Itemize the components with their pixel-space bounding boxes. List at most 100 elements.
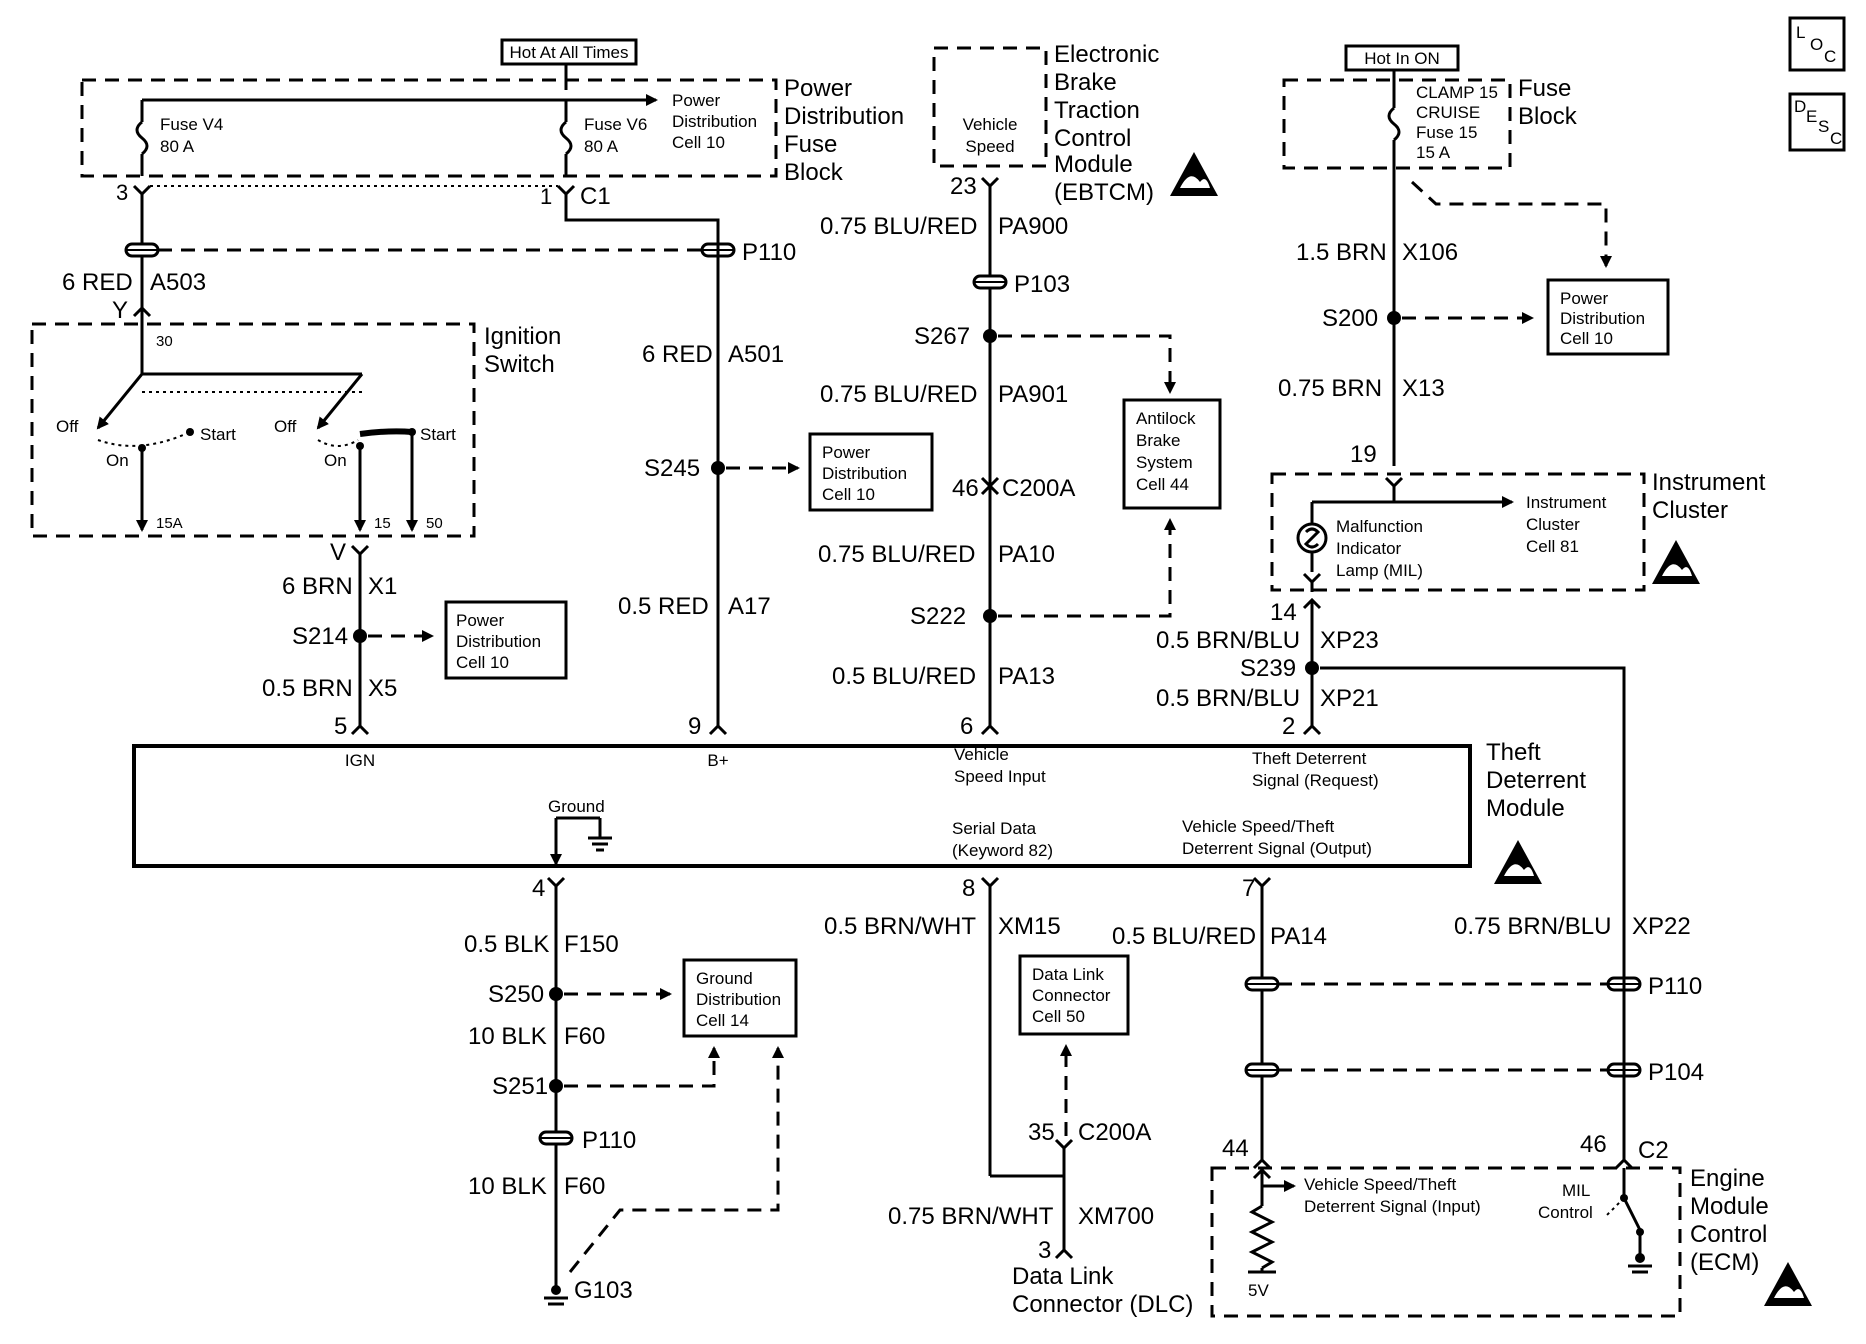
terminal-30: 30 [156,333,173,350]
dlc-cell50-l3: Cell 50 [1032,1007,1085,1026]
connector-p110-bottom: P110 [582,1127,636,1154]
desc-letter-s: S [1818,117,1829,136]
gd-l2: Distribution [696,990,781,1009]
ebtcm-title-l5: Module [1054,151,1133,178]
tdm-vs-input-l2: Speed Input [954,767,1046,786]
gd-l1: Ground [696,969,753,988]
tdm-vs-input-l1: Vehicle [954,745,1009,764]
splice-s200: S200 [1322,305,1378,332]
pin-1: 1 [540,184,552,209]
ecm-mil-control-l2: Control [1538,1203,1593,1222]
circuit-xm700: XM700 [1078,1203,1154,1230]
ignition-title-l1: Ignition [484,323,561,350]
pin-3: 3 [116,180,128,205]
connector-c1: C1 [580,183,611,210]
desc-letter-d: D [1794,97,1806,116]
dlc-title-l2: Connector (DLC) [1012,1291,1193,1318]
pin-35: 35 [1028,1119,1055,1146]
fuse-v4-rating: 80 A [160,137,195,156]
ground-g103-icon [544,1285,568,1306]
clamp-fuse-l1: CLAMP 15 [1416,83,1498,102]
ic-cell81-l2: Cluster [1526,515,1580,534]
tdm-serial-l1: Serial Data [952,819,1037,838]
pin-7: 7 [1242,875,1255,902]
pin-3-dlc: 3 [1038,1237,1051,1264]
circuit-pa901: PA901 [998,381,1068,408]
clamp-fuse-l4: 15 A [1416,143,1451,162]
terminal-15a: 15A [156,515,183,532]
instrument-cluster: Malfunction Indicator Lamp (MIL) Instrum… [1270,469,1766,592]
pin-23: 23 [950,173,977,200]
ic-cell81-l1: Instrument [1526,493,1607,512]
wire-brnwht-xm15: 0.5 BRN/WHT [824,913,976,940]
splice-s245: S245 [644,455,700,482]
mil-l1: Malfunction [1336,517,1423,536]
ecm-5v-label: 5V [1248,1281,1269,1300]
wire-05brn: 0.5 BRN [262,675,353,702]
abs-l1: Antilock [1136,409,1196,428]
switch-on-2: On [324,451,347,470]
ebtcm-title-l3: Traction [1054,97,1140,124]
ic-title-l2: Cluster [1652,497,1728,524]
tdm-serial-l2: (Keyword 82) [952,841,1053,860]
pin-2: 2 [1282,713,1295,740]
pin-5: 5 [334,713,347,740]
fuse-v6-rating: 80 A [584,137,619,156]
splice-s222: S222 [910,603,966,630]
ebtcm-module: Vehicle Speed Electronic Brake Traction … [932,41,1218,206]
pd-s245-l2: Distribution [822,464,907,483]
ebtcm-title-l2: Brake [1054,69,1117,96]
circuit-f60-2: F60 [564,1173,605,1200]
circuit-x1: X1 [368,573,397,600]
circuit-x106: X106 [1402,239,1458,266]
pin-14: 14 [1270,599,1297,626]
ecm-title-l3: Control [1690,1221,1767,1248]
pd-s200-l3: Cell 10 [1560,329,1613,348]
abs-l4: Cell 44 [1136,475,1189,494]
circuit-xp21: XP21 [1320,685,1379,712]
fuse-block-right: Hot In ON CLAMP 15 CRUISE Fuse 15 15 A F… [1282,44,1578,176]
tdm-ground-label: Ground [548,797,605,816]
switch-off-2: Off [274,417,297,436]
ignition-switch: Ignition Switch 30 Off On Start Off On S… [30,320,561,538]
loc-letter-c: C [1824,47,1836,66]
pdfb-title-l4: Block [784,159,844,186]
terminal-50: 50 [426,515,443,532]
pin-9: 9 [688,713,701,740]
loc-letter-l: L [1796,23,1805,42]
tdm-ign-label: IGN [345,751,375,770]
mil-l2: Indicator [1336,539,1402,558]
switch-start-1: Start [200,425,236,444]
connector-c200a-bottom: C200A [1078,1119,1151,1146]
ecm-vs-input-l2: Deterrent Signal (Input) [1304,1197,1481,1216]
pin-19: 19 [1350,441,1377,468]
wire-05blk: 0.5 BLK [464,931,549,958]
esd-warning-icon-ebtcm [1170,152,1218,196]
loc-icon[interactable]: L O C [1788,16,1846,72]
dlc-title-l1: Data Link [1012,1263,1114,1290]
ebtcm-title-l6: (EBTCM) [1054,179,1154,206]
wire-blured-pa13: 0.5 BLU/RED [832,663,976,690]
clamp-fuse-l3: Fuse 15 [1416,123,1477,142]
wire-10blk-2: 10 BLK [468,1173,547,1200]
desc-icon[interactable]: D E S C [1788,92,1846,152]
ic-title-l1: Instrument [1652,469,1766,496]
wire-brnblu-xp21: 0.5 BRN/BLU [1156,685,1300,712]
pd-s245-l3: Cell 10 [822,485,875,504]
pd-cell10-top-l1: Power [672,91,721,110]
terminal-v: V [330,539,346,566]
esd-warning-icon-tdm [1494,840,1542,884]
pin-44: 44 [1222,1135,1249,1162]
connector-p110-right: P110 [1648,973,1702,1000]
dlc-cell50-l1: Data Link [1032,965,1104,984]
circuit-a17: A17 [728,593,771,620]
esd-warning-icon-ic [1652,540,1700,584]
pdfb-title-l2: Distribution [784,103,904,130]
pd-s214-l3: Cell 10 [456,653,509,672]
wire-6red-a501: 6 RED [642,341,713,368]
vehicle-speed-l1: Vehicle [963,115,1018,134]
circuit-f150: F150 [564,931,619,958]
loc-letter-o: O [1810,35,1823,54]
splice-s267: S267 [914,323,970,350]
